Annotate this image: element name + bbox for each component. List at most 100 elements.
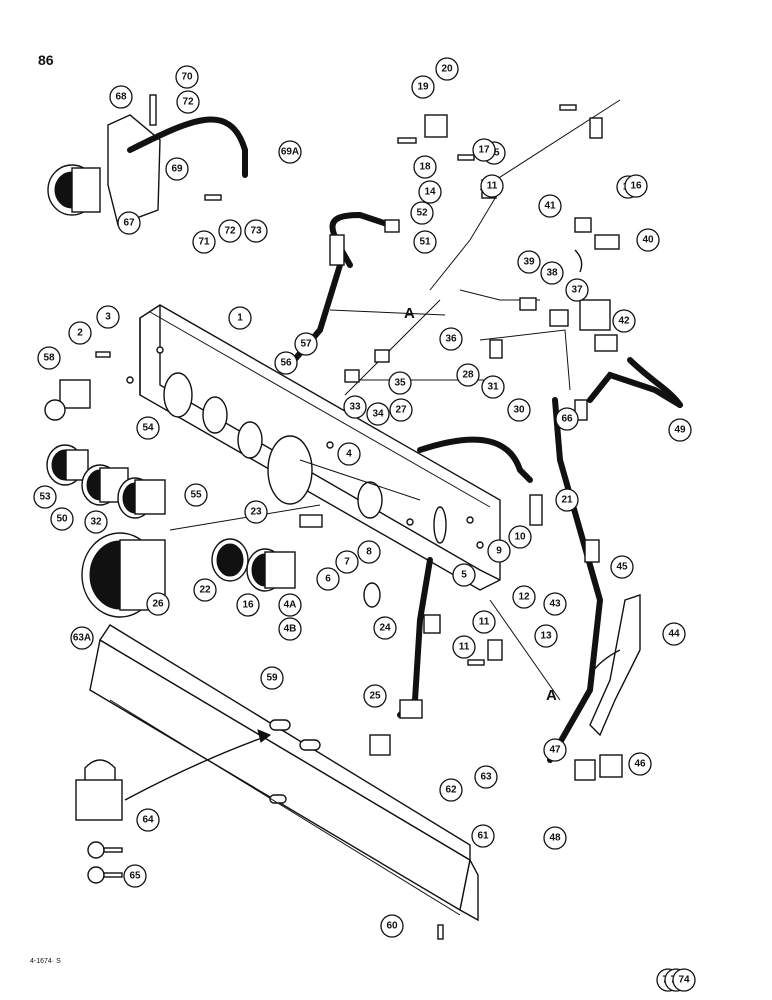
callout-60: 60 bbox=[380, 914, 404, 938]
callout-number: 55 bbox=[190, 490, 202, 501]
callout-5: 5 bbox=[452, 563, 476, 587]
callout-number: 21 bbox=[561, 495, 573, 506]
callout-circle bbox=[472, 138, 496, 162]
dash-cover bbox=[89, 624, 479, 922]
section-mark-a: A bbox=[404, 305, 415, 322]
callout-number: 39 bbox=[523, 257, 535, 268]
callout-number: 60 bbox=[386, 921, 398, 932]
hose-sleeve bbox=[589, 594, 641, 737]
callout-63: 63 bbox=[474, 765, 498, 789]
callout-32: 32 bbox=[84, 510, 108, 534]
callout-circle bbox=[512, 585, 536, 609]
page-number: 86 bbox=[38, 52, 54, 68]
callout-45: 45 bbox=[610, 555, 634, 579]
callout-71: 71 bbox=[192, 230, 216, 254]
callout-circle bbox=[418, 180, 442, 204]
callout-circle bbox=[175, 65, 199, 89]
callout-21: 21 bbox=[555, 488, 579, 512]
pointer-arrowhead bbox=[257, 729, 271, 743]
callout-65: 65 bbox=[123, 864, 147, 888]
callout-number: 47 bbox=[549, 745, 561, 756]
callout-11: 11 bbox=[472, 610, 496, 634]
callout-13: 13 bbox=[534, 624, 558, 648]
callout-circle bbox=[389, 398, 413, 422]
callout-number: 30 bbox=[513, 405, 525, 416]
callout-circle bbox=[508, 525, 532, 549]
callout-12: 12 bbox=[512, 585, 536, 609]
callout-circle bbox=[435, 57, 459, 81]
callout-layer: 12344A4B56789101111111112131415161617181… bbox=[33, 57, 696, 992]
callout-number: 10 bbox=[514, 532, 526, 543]
callout-circle bbox=[452, 635, 476, 659]
callout-number: 68 bbox=[115, 92, 127, 103]
callout-number: 12 bbox=[518, 592, 530, 603]
callout-73: 73 bbox=[244, 219, 268, 243]
callout-number: 41 bbox=[544, 201, 556, 212]
callout-25: 25 bbox=[363, 684, 387, 708]
callout-number: 17 bbox=[478, 145, 490, 156]
callout-circle bbox=[380, 914, 404, 938]
callout-number: 40 bbox=[642, 235, 654, 246]
callout-14: 14 bbox=[418, 180, 442, 204]
callout-54: 54 bbox=[136, 416, 160, 440]
callout-number: 11 bbox=[487, 181, 498, 192]
callout-circle bbox=[228, 306, 252, 330]
callout-circle bbox=[193, 578, 217, 602]
callout-number: 32 bbox=[90, 517, 102, 528]
callout-number: 44 bbox=[668, 629, 680, 640]
callout-circle bbox=[366, 402, 390, 426]
callout-circle bbox=[565, 278, 589, 302]
callout-number: 42 bbox=[618, 316, 630, 327]
callout-number: 19 bbox=[417, 82, 429, 93]
callout-circle bbox=[413, 230, 437, 254]
callout-circle bbox=[337, 442, 361, 466]
callout-11: 11 bbox=[480, 174, 504, 198]
callout-circle bbox=[244, 500, 268, 524]
callout-number: 38 bbox=[546, 268, 558, 279]
callout-39: 39 bbox=[517, 250, 541, 274]
callout-number: 13 bbox=[540, 631, 552, 642]
callout-56: 56 bbox=[274, 351, 298, 375]
callout-circle bbox=[411, 75, 435, 99]
callout-circle bbox=[543, 738, 567, 762]
callout-circle bbox=[117, 211, 141, 235]
callout-number: 63A bbox=[73, 633, 91, 644]
callout-number: 16 bbox=[242, 600, 254, 611]
callout-circle bbox=[672, 968, 696, 992]
callout-number: 1 bbox=[237, 313, 243, 324]
callout-circle bbox=[472, 610, 496, 634]
callout-67: 67 bbox=[117, 211, 141, 235]
callout-58: 58 bbox=[37, 346, 61, 370]
callout-number: 64 bbox=[142, 815, 154, 826]
callout-circle bbox=[123, 864, 147, 888]
callout-23: 23 bbox=[244, 500, 268, 524]
callout-circle bbox=[471, 824, 495, 848]
callout-number: 31 bbox=[487, 382, 499, 393]
pointer-arrow bbox=[124, 734, 271, 801]
callout-circle bbox=[294, 332, 318, 356]
callout-number: 11 bbox=[459, 642, 470, 653]
callout-69: 69 bbox=[165, 157, 189, 181]
callout-circle bbox=[84, 510, 108, 534]
callout-number: 74 bbox=[678, 975, 690, 986]
callout-number: 46 bbox=[634, 759, 646, 770]
callout-number: 4A bbox=[284, 600, 297, 611]
callout-number: 35 bbox=[394, 378, 406, 389]
callout-number: 4 bbox=[346, 449, 352, 460]
callout-circle bbox=[439, 327, 463, 351]
callout-circle bbox=[176, 90, 200, 114]
section-mark-a: A bbox=[546, 687, 557, 704]
callout-number: 49 bbox=[674, 425, 686, 436]
callout-number: 23 bbox=[250, 507, 262, 518]
callout-9: 9 bbox=[487, 539, 511, 563]
callout-4A: 4A bbox=[278, 593, 302, 617]
callout-circle bbox=[184, 483, 208, 507]
callout-circle bbox=[165, 157, 189, 181]
callout-circle bbox=[612, 309, 636, 333]
pointer-arrow bbox=[589, 649, 621, 676]
callout-circle bbox=[543, 826, 567, 850]
callout-number: 37 bbox=[571, 285, 583, 296]
callout-35: 35 bbox=[388, 371, 412, 395]
key-icon bbox=[87, 841, 123, 884]
callout-number: 69A bbox=[281, 147, 299, 158]
